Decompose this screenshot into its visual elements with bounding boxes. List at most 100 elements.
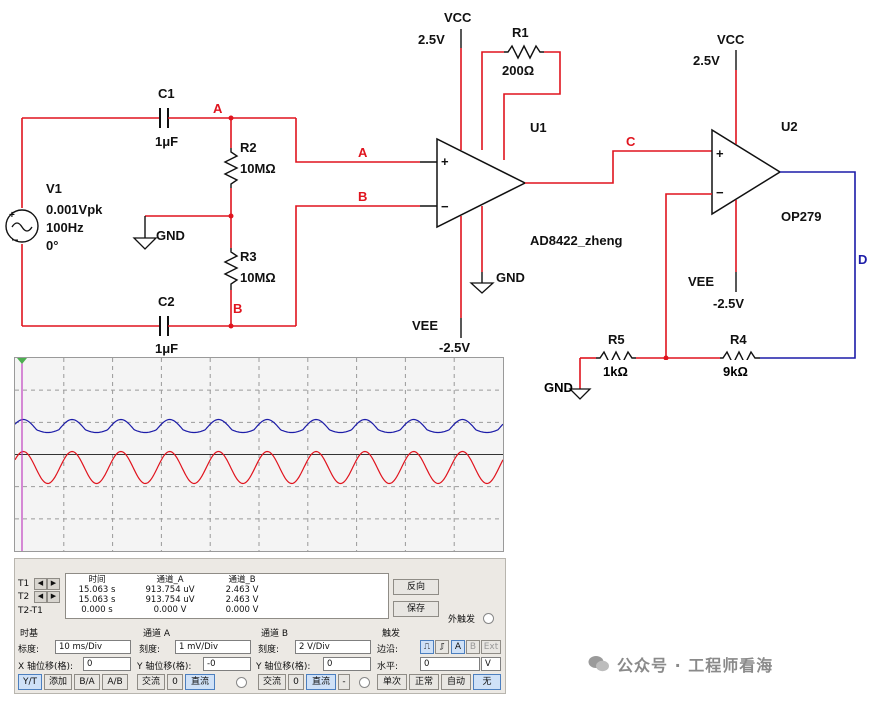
r4-name: R4 <box>730 332 747 347</box>
svg-text:+: + <box>9 210 15 221</box>
r4-value: 9kΩ <box>723 364 748 379</box>
trigger-level-input[interactable]: 0 <box>420 657 480 671</box>
c2-name: C2 <box>158 294 175 309</box>
channel-a-zero-button[interactable]: 0 <box>167 674 183 690</box>
c1-capacitor[interactable] <box>159 108 169 128</box>
c2-value: 1μF <box>155 341 178 356</box>
t1-left-arrow-button[interactable]: ◀ <box>34 578 47 590</box>
oscilloscope-control-panel: T1 ◀ ▶ T2 ◀ ▶ T2-T1 时间 通道_A 通道_B 15.063 … <box>14 558 506 694</box>
reverse-button[interactable]: 反向 <box>393 579 439 595</box>
watermark-text: 公众号 · 工程师看海 <box>617 656 774 675</box>
v1-source[interactable]: + <box>5 118 39 326</box>
channel-a-dc-button[interactable]: 直流 <box>185 674 215 690</box>
net-label-b-left: B <box>233 301 242 316</box>
timebase-title: 时基 <box>20 629 39 639</box>
t2-right-arrow-button[interactable]: ▶ <box>47 591 60 603</box>
trigger-normal-button[interactable]: 正常 <box>409 674 439 690</box>
ext-trigger-label: 外触发 <box>448 615 476 625</box>
channel-b-dc-button[interactable]: 直流 <box>306 674 336 690</box>
r4-resistor[interactable] <box>720 350 760 360</box>
circuit-schematic: + V1 0.001Vpk 100Hz 0° C1 1μF A C2 1μF B… <box>5 10 867 360</box>
mode-yt-button[interactable]: Y/T <box>18 674 42 690</box>
u1-plus-sign: + <box>441 154 449 169</box>
net-label-d: D <box>858 252 867 267</box>
channel-b-zero-button[interactable]: 0 <box>288 674 304 690</box>
ground-symbol-left <box>132 237 158 250</box>
trigger-title: 触发 <box>382 629 401 639</box>
channel-b-title: 通道 B <box>261 629 289 639</box>
net-label-a: A <box>358 145 368 160</box>
c2-capacitor[interactable] <box>159 316 169 336</box>
trigger-none-button[interactable]: 无 <box>473 674 501 690</box>
u1-minus-sign: − <box>441 199 449 214</box>
gnd-label-right: GND <box>544 380 573 395</box>
r5-name: R5 <box>608 332 625 347</box>
r5-value: 1kΩ <box>603 364 628 379</box>
channel-b-trace <box>14 418 504 434</box>
channel-a-ypos-input[interactable]: -0 <box>203 657 251 671</box>
diff-channel-a: 0.000 V <box>153 605 187 615</box>
u2-vee-label: VEE <box>688 274 714 289</box>
trigger-source-b-button[interactable]: B <box>466 640 480 654</box>
t1-right-arrow-button[interactable]: ▶ <box>47 578 60 590</box>
c1-name: C1 <box>158 86 175 101</box>
rising-edge-button[interactable]: ⎍ <box>420 640 434 654</box>
v1-frequency: 100Hz <box>46 220 84 235</box>
trigger-level-unit[interactable]: V <box>481 657 501 671</box>
channel-b-ypos-input[interactable]: 0 <box>323 657 371 671</box>
x-position-input[interactable]: 0 <box>83 657 131 671</box>
mode-ab-button[interactable]: A/B <box>102 674 128 690</box>
oscilloscope-screen[interactable] <box>14 357 504 552</box>
v1-amplitude: 0.001Vpk <box>46 202 103 217</box>
channel-b-minus-button[interactable]: - <box>338 674 350 690</box>
ext-trigger-radio[interactable] <box>483 613 494 624</box>
channel-a-radio[interactable] <box>236 677 247 688</box>
mode-add-button[interactable]: 添加 <box>44 674 72 690</box>
u2-vee-value: -2.5V <box>713 296 744 311</box>
trigger-edge-label: 边沿: <box>377 645 399 655</box>
channel-a-title: 通道 A <box>143 629 171 639</box>
channel-a-ac-button[interactable]: 交流 <box>137 674 165 690</box>
u2-part: OP279 <box>781 209 821 224</box>
t1-time: 15.063 s <box>78 585 116 595</box>
channel-b-scale-input[interactable]: 2 V/Div <box>295 640 371 654</box>
trigger-source-a-button[interactable]: A <box>451 640 465 654</box>
channel-a-ypos-label: Y 轴位移(格): <box>137 662 192 672</box>
u1-vcc-value: 2.5V <box>418 32 445 47</box>
net-label-c: C <box>626 134 636 149</box>
header-time: 时间 <box>88 575 106 585</box>
t1-channel-b: 2.463 V <box>225 585 259 595</box>
header-channel-b: 通道_B <box>228 575 256 585</box>
u2-opamp[interactable] <box>711 128 782 216</box>
channel-b-ac-button[interactable]: 交流 <box>258 674 286 690</box>
t1-label: T1 <box>18 579 30 589</box>
wechat-icon <box>588 656 609 672</box>
r3-name: R3 <box>240 249 257 264</box>
r5-resistor[interactable] <box>596 350 636 360</box>
r2-name: R2 <box>240 140 257 155</box>
u1-vcc-label: VCC <box>444 10 472 25</box>
diff-time: 0.000 s <box>81 605 113 615</box>
u1-opamp[interactable] <box>436 137 527 229</box>
r2-resistor[interactable] <box>223 148 239 188</box>
diff-channel-b: 0.000 V <box>225 605 259 615</box>
falling-edge-button[interactable]: ⎎ <box>435 640 449 654</box>
channel-b-radio[interactable] <box>359 677 370 688</box>
timebase-scale-input[interactable]: 10 ms/Div <box>55 640 131 654</box>
u1-vee-value: -2.5V <box>439 340 470 355</box>
v1-name: V1 <box>46 181 62 196</box>
net-label-a-left: A <box>213 101 223 116</box>
t2-channel-a: 913.754 uV <box>145 595 195 605</box>
save-button[interactable]: 保存 <box>393 601 439 617</box>
trigger-single-button[interactable]: 单次 <box>377 674 407 690</box>
channel-b-scale-label: 刻度: <box>258 645 280 655</box>
r3-resistor[interactable] <box>223 248 239 290</box>
r1-resistor[interactable] <box>504 44 544 60</box>
t2-label: T2 <box>18 592 30 602</box>
channel-a-scale-input[interactable]: 1 mV/Div <box>175 640 251 654</box>
trigger-auto-button[interactable]: 自动 <box>441 674 471 690</box>
trigger-source-ext-button[interactable]: Ext <box>481 640 501 654</box>
mode-ba-button[interactable]: B/A <box>74 674 100 690</box>
header-channel-a: 通道_A <box>156 575 184 585</box>
t2-left-arrow-button[interactable]: ◀ <box>34 591 47 603</box>
